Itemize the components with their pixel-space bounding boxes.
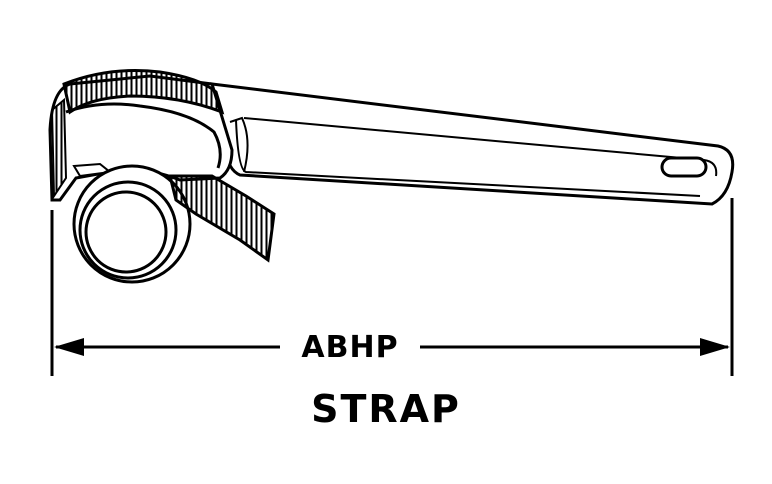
- caption: STRAP: [311, 387, 461, 431]
- wrench-head: [48, 69, 234, 202]
- pipe-in-strap: [72, 164, 192, 284]
- strap-tail: [168, 174, 276, 263]
- dimension-label: ABHP: [280, 328, 420, 368]
- arrowhead-left: [54, 338, 84, 356]
- wrench-handle: [210, 82, 735, 206]
- hang-slot: [660, 156, 708, 178]
- arrowhead-right: [700, 338, 730, 356]
